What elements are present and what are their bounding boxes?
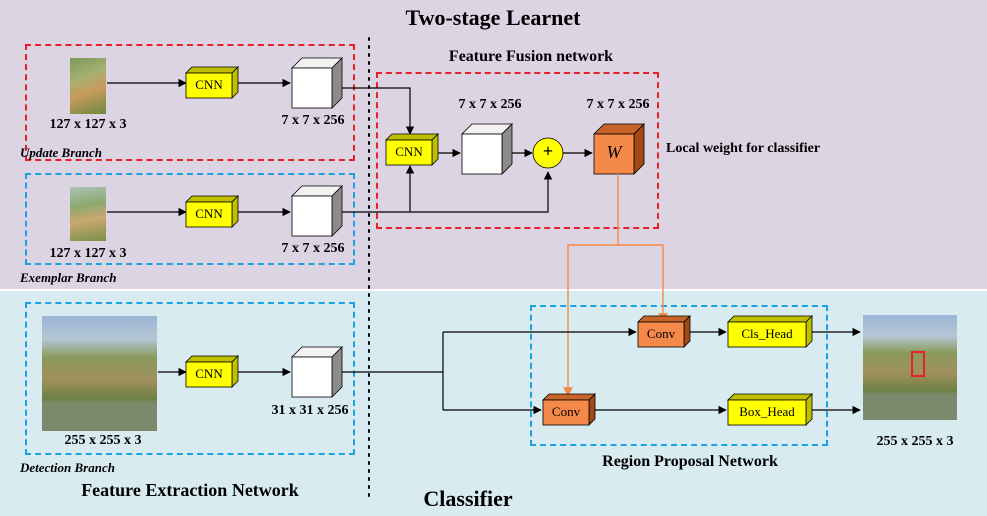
exemplar-cnn-block (185, 195, 239, 228)
exemplar-input-dim: 127 x 127 x 3 (49, 246, 127, 261)
detection-branch-box (25, 302, 355, 455)
detection-cnn-block (185, 355, 239, 388)
cls-conv-block (637, 315, 691, 348)
update-input-image (70, 58, 106, 114)
bottom-title: Classifier (423, 486, 513, 511)
bottom-panel (0, 291, 987, 516)
plus-symbol: + (542, 141, 554, 161)
update-output-dim: 7 x 7 x 256 (281, 113, 345, 128)
detection-cnn-label: CNN (195, 366, 223, 381)
diagram-title: Two-stage Learnet (405, 5, 581, 30)
feature-fusion-box (376, 72, 659, 229)
update-input-dim: 127 x 127 x 3 (49, 117, 127, 132)
detection-feature-cube (291, 346, 343, 398)
feature-extraction-title: Feature Extraction Network (81, 480, 299, 500)
update-cnn-block (185, 66, 239, 99)
update-feat-to-fusion-cnn (342, 87, 415, 135)
weight-caption: Local weight for classifier (666, 141, 821, 156)
exemplar-branch-label: Exemplar Branch (20, 270, 117, 285)
detection-bounding-box (911, 351, 925, 377)
fusion-cnn-block (385, 133, 439, 166)
exemplar-cnn-label: CNN (195, 206, 223, 221)
exemplar-feature-cube (291, 185, 343, 237)
weight-label: W (606, 142, 622, 162)
detection-input-dim: 255 x 255 x 3 (64, 433, 142, 448)
detection-output-dim: 31 x 31 x 256 (271, 403, 349, 418)
box-head-label: Box_Head (739, 404, 795, 419)
fusion-dim-left: 7 x 7 x 256 (458, 97, 522, 112)
weight-cube (593, 123, 645, 175)
exemplar-feat-line (342, 171, 553, 213)
update-cnn-label: CNN (195, 77, 223, 92)
box-head-block (727, 393, 813, 426)
update-branch-box (25, 44, 355, 161)
fusion-feature-cube (461, 123, 513, 175)
output-image (863, 315, 957, 420)
exemplar-input-image (70, 187, 106, 241)
output-dim: 255 x 255 x 3 (876, 434, 954, 449)
exemplar-output-dim: 7 x 7 x 256 (281, 241, 345, 256)
region-proposal-box (530, 305, 828, 446)
detection-input-image (42, 316, 157, 431)
weight-to-cls-conv (617, 174, 668, 323)
exemplar-branch-box (25, 173, 355, 265)
cls-conv-label: Conv (646, 326, 676, 341)
detection-branch-label: Detection Branch (20, 460, 115, 475)
update-feature-cube (291, 57, 343, 109)
weight-to-box-conv (563, 244, 618, 397)
fusion-dim-right: 7 x 7 x 256 (586, 97, 650, 112)
fusion-title: Feature Fusion network (448, 48, 614, 65)
cls-head-block (727, 315, 813, 348)
update-branch-label: Update Branch (20, 145, 102, 160)
rpn-title: Region Proposal Network (602, 453, 778, 470)
cls-head-label: Cls_Head (741, 326, 793, 341)
box-conv-block (542, 393, 596, 426)
box-conv-label: Conv (551, 404, 581, 419)
fusion-cnn-label: CNN (395, 144, 423, 159)
